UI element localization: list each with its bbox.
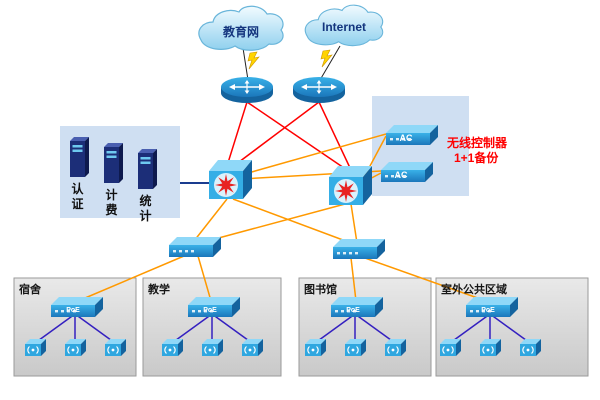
core-switch-1 [209,160,252,199]
aggregation-switch-2 [333,239,385,259]
wireless-ap [519,338,542,357]
wireless-ap [304,338,327,357]
server-auth [70,137,89,177]
wireless-ap [201,338,224,357]
internet-cloud-label: Internet [321,20,367,34]
edu-cloud-label: 教育网 [222,25,260,39]
wireless-ap [241,338,264,357]
edge-router-1 [220,76,274,104]
zone-box-library [298,277,432,377]
ac1-label: AC [399,133,413,143]
wireless-ap [161,338,184,357]
aggregation-switch-1 [169,237,221,257]
router-core-links [226,101,352,171]
wireless-ap [439,338,462,357]
server-stats-label: 统计 [139,194,152,223]
poe-label-library: PoE [346,307,360,314]
poe-label-teaching: PoE [203,307,217,314]
server-billing-label: 计费 [105,188,118,217]
wireless-ap [24,338,47,357]
edge-router-2 [292,76,346,104]
poe-label-dorm: PoE [66,307,80,314]
ac2-label: AC [394,170,408,180]
zone-label-dorm: 宿舍 [19,284,41,296]
ap-links [34,313,531,344]
zone-box-outdoor [435,277,589,377]
zone-label-outdoor: 室外公共区域 [441,284,507,296]
zone-label-library: 图书馆 [304,284,337,296]
core-distribution-links [193,198,358,244]
wireless-ap [104,338,127,357]
wireless-controller-note-line1: 无线控制器 [447,136,508,150]
distribution-access-links [77,255,487,302]
poe-label-outdoor: PoE [481,307,495,314]
zone-label-teaching: 教学 [148,284,170,296]
wireless-ap [64,338,87,357]
core-switch-2 [329,166,372,205]
lightning-icon [247,51,260,70]
server-stats [138,149,157,189]
wireless-ap [479,338,502,357]
lightning-icon [320,49,333,68]
server-billing [104,143,123,183]
wireless-controller-note-line2: 1+1备份 [454,151,499,165]
server-auth-label: 认证 [71,182,84,211]
wan-links [242,45,341,81]
wireless-ap [384,338,407,357]
zone-box-dorm [13,277,137,377]
wireless-ap [344,338,367,357]
